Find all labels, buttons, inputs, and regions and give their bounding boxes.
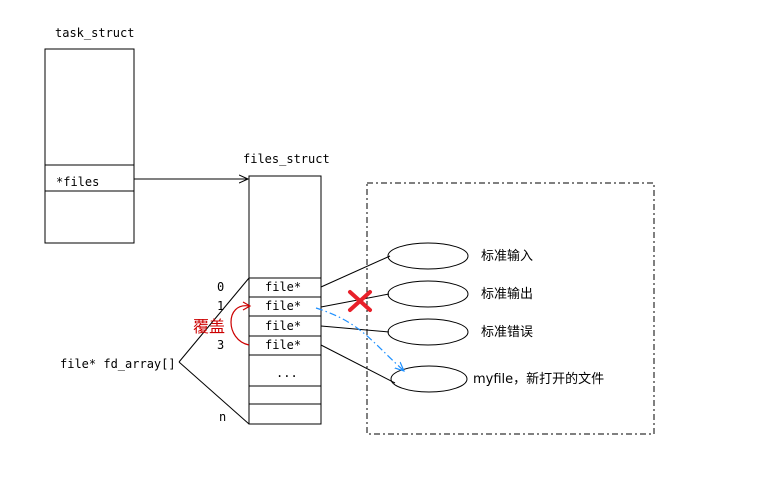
- file-label: 标准错误: [481, 325, 533, 340]
- x-mark-icon: [348, 290, 372, 312]
- task-struct-box: [44, 48, 135, 244]
- file-label: 标准输出: [481, 286, 533, 302]
- fd-index: 1: [217, 299, 224, 313]
- task-struct-title: task_struct: [55, 26, 134, 40]
- fd-file-links: [320, 255, 396, 384]
- fd-slot-ellipsis: ...: [276, 366, 298, 380]
- fd-index: 0: [217, 280, 224, 294]
- fd-slot-label: file*: [265, 338, 301, 352]
- overwrite-curve: [230, 301, 252, 346]
- file-label: myfile，新打开的文件: [473, 371, 604, 387]
- file-object: [390, 365, 468, 393]
- file-object: [387, 242, 469, 270]
- overwrite-label: 覆盖: [193, 317, 225, 336]
- file-object: [387, 280, 469, 308]
- fd-slot-label: file*: [265, 319, 301, 333]
- open-files-region: [366, 182, 655, 435]
- files-pointer-field: *files: [56, 175, 99, 189]
- files-struct-title: files_struct: [243, 152, 330, 166]
- fd-array-bracket: [178, 277, 250, 425]
- file-object: [387, 318, 469, 346]
- files-struct-box: [248, 175, 322, 425]
- fd-slot-label: file*: [265, 280, 301, 294]
- redirect-arrow: [315, 307, 404, 371]
- fd-index-last: n: [219, 410, 226, 424]
- file-label: 标准输入: [481, 248, 533, 264]
- fd-slot-label: file*: [265, 299, 301, 313]
- fd-array-label: file* fd_array[]: [60, 357, 176, 371]
- fd-index: 3: [217, 338, 224, 352]
